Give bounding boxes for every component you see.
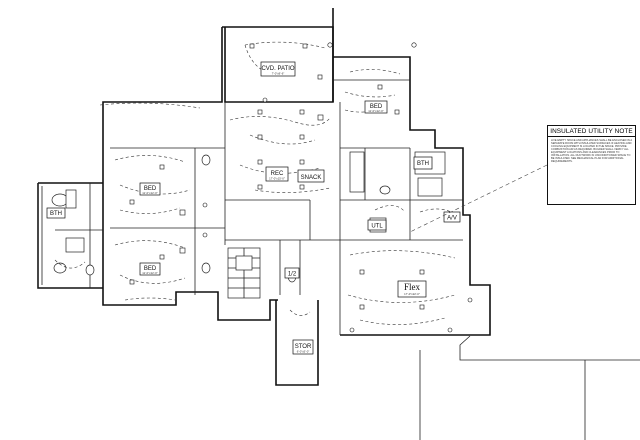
room-dim-cvd-patio: 7'-0"x9'-6"	[272, 72, 285, 76]
room-label-lav: 1/2	[288, 272, 297, 278]
room-label-bed-left-lower: BED	[144, 266, 157, 272]
room-label-snack: SNACK	[301, 175, 322, 181]
fixtures	[51, 151, 446, 283]
room-dim-bed-left-lower: 11'-0"x12'-0"	[142, 271, 157, 275]
stair	[227, 247, 261, 299]
room-label-rec: REC	[271, 171, 284, 177]
room-dim-bed-top: 11'-0"x12'-0"	[368, 109, 383, 113]
room-label-bed-top: BED	[370, 104, 383, 110]
room-labels: CVD. PATIO 7'-0"x9'-6" BED 11'-0"x12'-0"…	[50, 66, 457, 354]
note-leader	[409, 164, 548, 233]
room-label-cvd-patio: CVD. PATIO	[261, 66, 294, 72]
note-title: INSULATED UTILITY NOTE	[548, 126, 635, 137]
room-label-bed-left-upper: BED	[144, 186, 157, 192]
room-label-bth-right: BTH	[417, 161, 429, 167]
room-label-av: A/V	[447, 216, 457, 222]
room-dim-rec: 17'-0"x15'-0"	[269, 177, 285, 181]
room-tag-boxes	[46, 61, 461, 355]
room-label-stor: STOR	[295, 344, 312, 350]
room-label-utl: UTL	[371, 224, 383, 230]
exterior-walls	[37, 8, 640, 440]
room-dim-stor: 6'-0"x5'-0"	[297, 350, 310, 354]
interior-walls	[37, 79, 463, 335]
room-label-bth-left: BTH	[50, 211, 62, 217]
note-body: LIVE EMPTY SPACE AND APPLIANCES SHALL BE…	[551, 138, 632, 164]
insulated-utility-note: INSULATED UTILITY NOTE LIVE EMPTY SPACE …	[547, 125, 636, 205]
electrical-devices	[129, 42, 473, 333]
room-label-flex: Flex	[404, 282, 421, 292]
room-dim-bed-left-upper: 11'-0"x12'-0"	[142, 191, 157, 195]
room-dim-flex: 17'-0"x22'-0"	[404, 292, 420, 296]
